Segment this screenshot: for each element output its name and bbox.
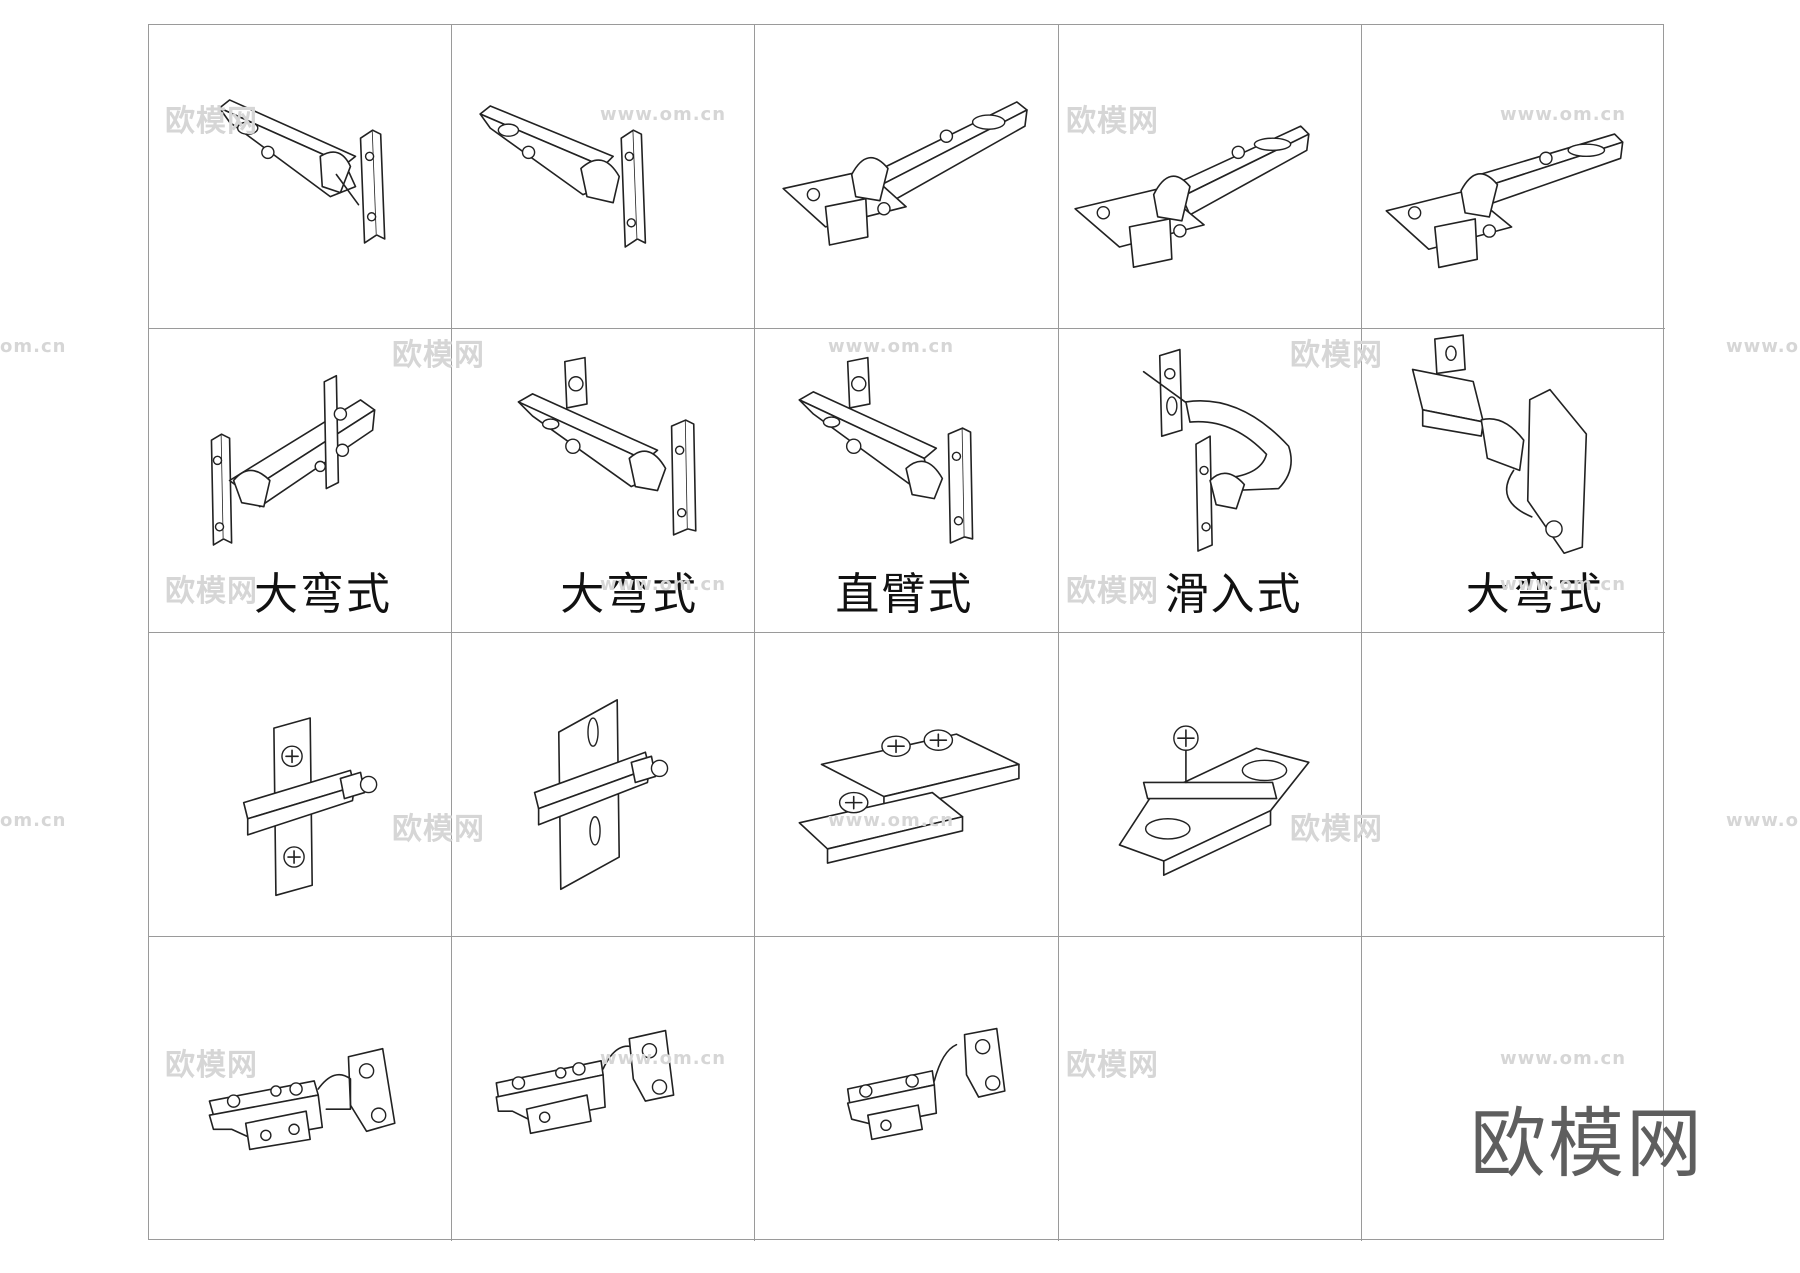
- hinge-type-caption: 大弯式: [1465, 569, 1604, 620]
- hinge-straight-icon: [479, 105, 647, 248]
- hinge-type-caption: 大弯式: [254, 569, 392, 620]
- cell-r2c2: 大弯式: [452, 329, 756, 633]
- concealed-hinge-icon: [1073, 125, 1310, 268]
- watermark-url: www.om.cn: [1726, 336, 1800, 357]
- cell-r1c2: [452, 25, 756, 329]
- hinge-type-caption: 直臂式: [835, 569, 974, 620]
- cell-r4c3: [755, 937, 1059, 1241]
- cell-r2c5: 大弯式: [1361, 329, 1665, 633]
- hinge-drawing-sheet: 大弯式 大弯式: [148, 24, 1665, 1241]
- hinge-side-view-icon: [208, 1047, 396, 1151]
- mounting-plate-icon: [1118, 725, 1310, 876]
- watermark-url: om.cn: [0, 336, 67, 357]
- cell-r3c5: [1361, 633, 1665, 937]
- cell-r3c4: [1058, 633, 1362, 937]
- hinge-side-view-icon: [495, 1029, 675, 1135]
- mounting-plate-icon: [798, 729, 1021, 864]
- cell-r2c4: 滑入式: [1058, 329, 1362, 633]
- hinge-straight-icon: [218, 99, 386, 244]
- cell-r1c5: [1361, 25, 1665, 329]
- hinge-full-bend-icon: [210, 374, 376, 546]
- mounting-plate-icon: [242, 717, 378, 897]
- hinge-full-bend-icon: [517, 356, 697, 536]
- cell-r2c1: 大弯式: [149, 329, 453, 633]
- cell-r3c1: [149, 633, 453, 937]
- cell-r1c4: [1058, 25, 1362, 329]
- concealed-hinge-icon: [782, 101, 1029, 246]
- cell-r4c5: [1362, 937, 1665, 1241]
- mounting-plate-icon: [533, 699, 669, 891]
- cell-r4c1: [149, 937, 453, 1241]
- hinge-slide-on-icon: [1142, 348, 1292, 552]
- hinge-full-bend-icon: [1411, 334, 1587, 555]
- hinge-type-caption: 大弯式: [560, 569, 699, 620]
- cell-r4c2: [452, 937, 756, 1241]
- hinge-straight-arm-icon: [798, 356, 974, 544]
- watermark-url: www.om.cn: [1726, 810, 1800, 831]
- hinge-side-view-icon: [847, 1027, 1006, 1141]
- concealed-hinge-icon: [1385, 133, 1624, 269]
- cell-r3c2: [452, 633, 756, 937]
- cell-r3c3: [755, 633, 1059, 937]
- cell-r2c3: 直臂式: [755, 329, 1059, 633]
- cell-r4c4: [1059, 937, 1362, 1241]
- hinge-type-caption: 滑入式: [1164, 569, 1303, 620]
- cell-r1c3: [755, 25, 1059, 329]
- watermark-url: om.cn: [0, 810, 67, 831]
- cell-r1c1: [149, 25, 453, 329]
